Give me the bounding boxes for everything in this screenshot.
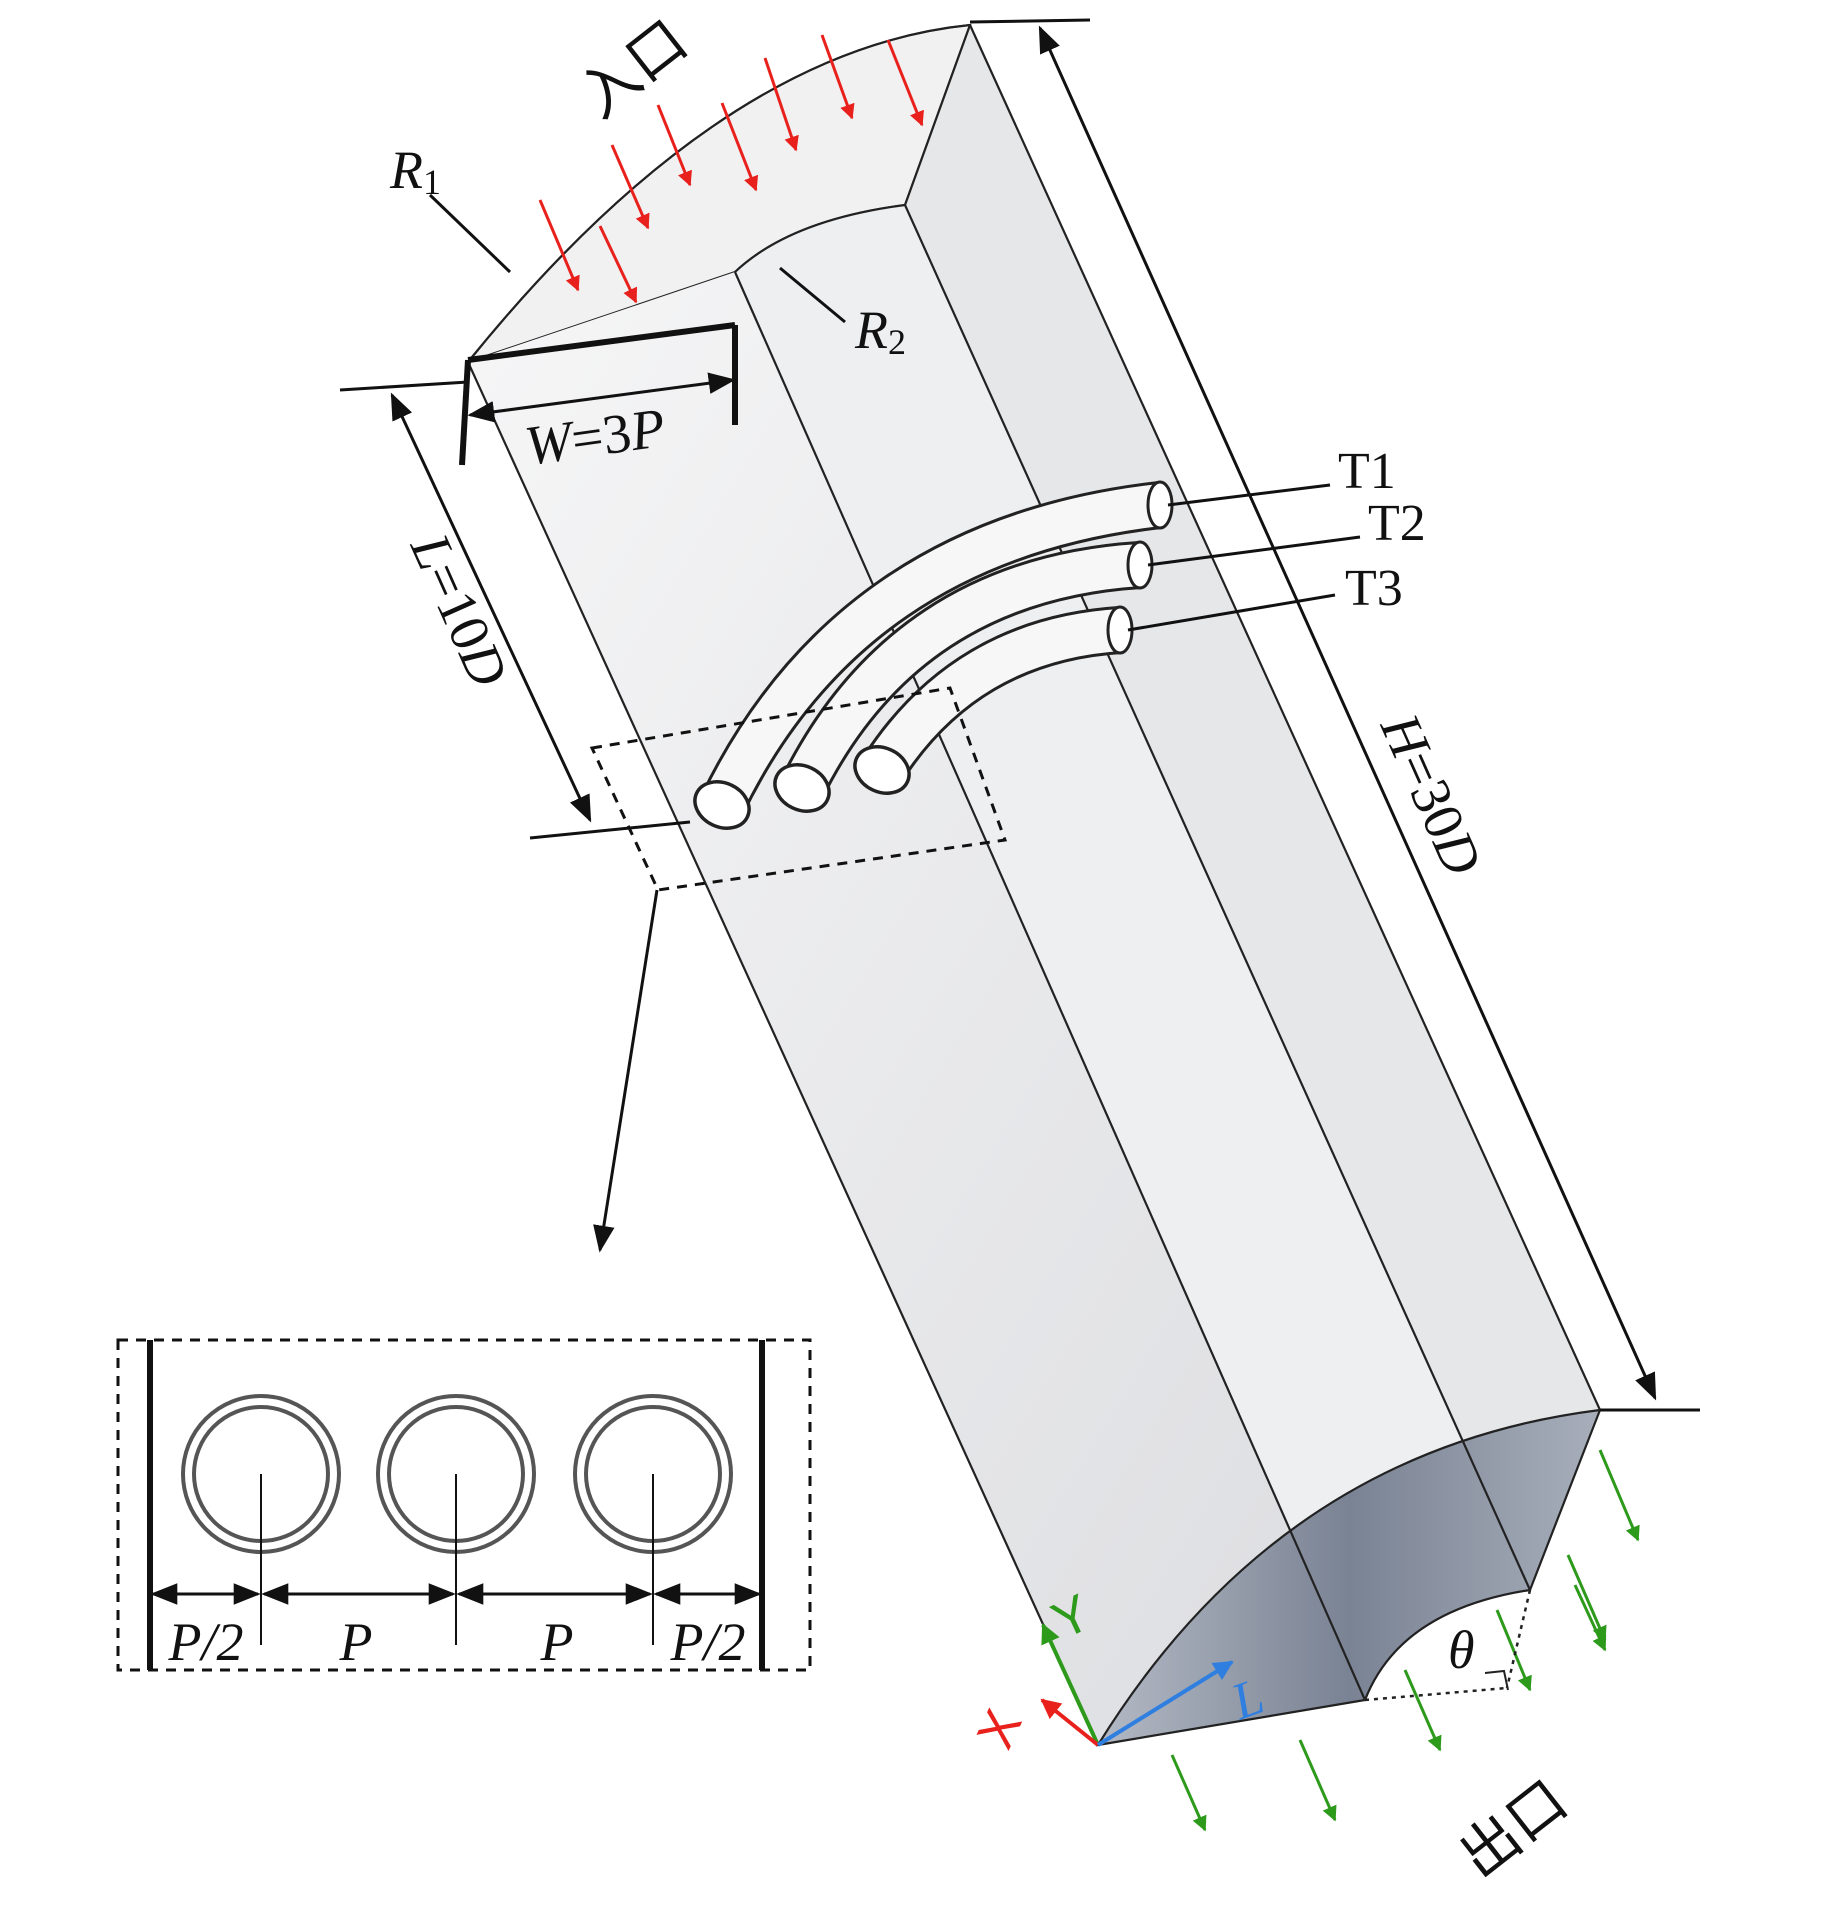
inlet-label: 入口 xyxy=(567,6,700,131)
outlet-arrow xyxy=(1573,1584,1607,1652)
r2-leader xyxy=(779,266,846,324)
tube-t2-front-end xyxy=(773,763,831,813)
inlet-arrow xyxy=(656,104,692,187)
width-p: P xyxy=(625,397,669,463)
length-arrow xyxy=(390,392,592,823)
inlet-arrow xyxy=(763,57,799,152)
outlet-arrow xyxy=(1495,1609,1532,1692)
inlet-arrow xyxy=(886,39,924,127)
tube-label-t1: T1 xyxy=(1338,443,1396,500)
t2-leader xyxy=(1147,535,1361,567)
t1-leader xyxy=(1167,483,1331,507)
inset-dashed-frame xyxy=(116,1338,812,1672)
channel-body xyxy=(339,18,1700,1747)
t3-leader xyxy=(1127,593,1336,632)
tube-t2-inner xyxy=(783,544,1142,798)
theta-dotted-1 xyxy=(1364,1686,1508,1702)
height-arrow xyxy=(1038,25,1657,1401)
right-angle-mark xyxy=(1484,1669,1509,1691)
tube-t1-front-end xyxy=(693,780,751,830)
pitch-label-3: P xyxy=(540,1612,574,1672)
axis-z-line xyxy=(1096,1660,1234,1747)
inset-detail: P/2 P P P/2 xyxy=(116,1338,812,1672)
r1-sub: 1 xyxy=(423,162,441,202)
tube-t3-front-end xyxy=(853,745,911,795)
width-top-bar xyxy=(467,322,736,363)
ext-line-top-left xyxy=(339,380,469,392)
axis-x-line xyxy=(1040,1698,1100,1747)
outlet-label: 出口 xyxy=(1447,1766,1580,1891)
inlet-arrow xyxy=(538,199,580,292)
r1-label: R1 xyxy=(389,140,441,202)
tube-t3-inner xyxy=(864,609,1122,782)
outlet-arrow xyxy=(1170,1754,1207,1832)
outlet-arrow xyxy=(1298,1739,1337,1822)
ext-line-top-right xyxy=(969,18,1091,24)
pitch-label-1: P/2 xyxy=(168,1612,244,1672)
radius-labels: R1 R2 xyxy=(389,140,906,362)
outlet-arrow xyxy=(1403,1669,1442,1752)
tube-t1-inner xyxy=(703,484,1163,815)
inset-tube-1 xyxy=(181,1394,341,1645)
r1-letter: R xyxy=(389,140,423,200)
inner-arc-top xyxy=(734,203,906,273)
r2-label: R2 xyxy=(854,300,906,362)
inset-tube-2 xyxy=(376,1394,536,1645)
dimension-height: H=30D xyxy=(1038,25,1657,1401)
pitch-label-2: P xyxy=(339,1612,373,1672)
axis-y-line xyxy=(1041,1623,1100,1746)
pitch-label-4: P/2 xyxy=(670,1612,746,1672)
edge-top-right xyxy=(903,24,972,206)
ext-line-mid-left xyxy=(529,820,691,840)
outlet-arrow xyxy=(1566,1554,1607,1642)
height-label: H=30D xyxy=(1368,704,1494,884)
inlet-arrow xyxy=(820,34,855,120)
r1-leader xyxy=(428,193,512,274)
axis-x-label: X xyxy=(966,1701,1033,1757)
inlet-arrow xyxy=(720,102,759,192)
inset-tube-3 xyxy=(573,1394,733,1645)
width-eq: =3 xyxy=(567,402,635,472)
theta-label: θ xyxy=(1448,1620,1475,1680)
r2-letter: R xyxy=(854,300,888,360)
detail-callout-arrow xyxy=(593,889,659,1253)
theta-dotted-2 xyxy=(1505,1589,1532,1689)
outlet-angle: θ xyxy=(1364,1589,1532,1702)
outer-arc-top xyxy=(467,23,971,363)
tube-label-t3: T3 xyxy=(1345,560,1403,617)
outlet-arrows xyxy=(1170,1449,1640,1832)
inlet-arrow xyxy=(610,144,650,230)
r2-sub: 2 xyxy=(888,322,906,362)
outlet-arrow xyxy=(1598,1449,1640,1542)
detail-region-outline xyxy=(589,686,1008,892)
tube-bundle: T1 T2 T3 xyxy=(693,443,1426,830)
width-tick-left xyxy=(459,359,471,466)
length-label: L=10D xyxy=(398,524,520,696)
tube-label-t2: T2 xyxy=(1368,495,1426,552)
inlet-arrows xyxy=(538,34,924,304)
inlet-arrow xyxy=(598,225,638,304)
